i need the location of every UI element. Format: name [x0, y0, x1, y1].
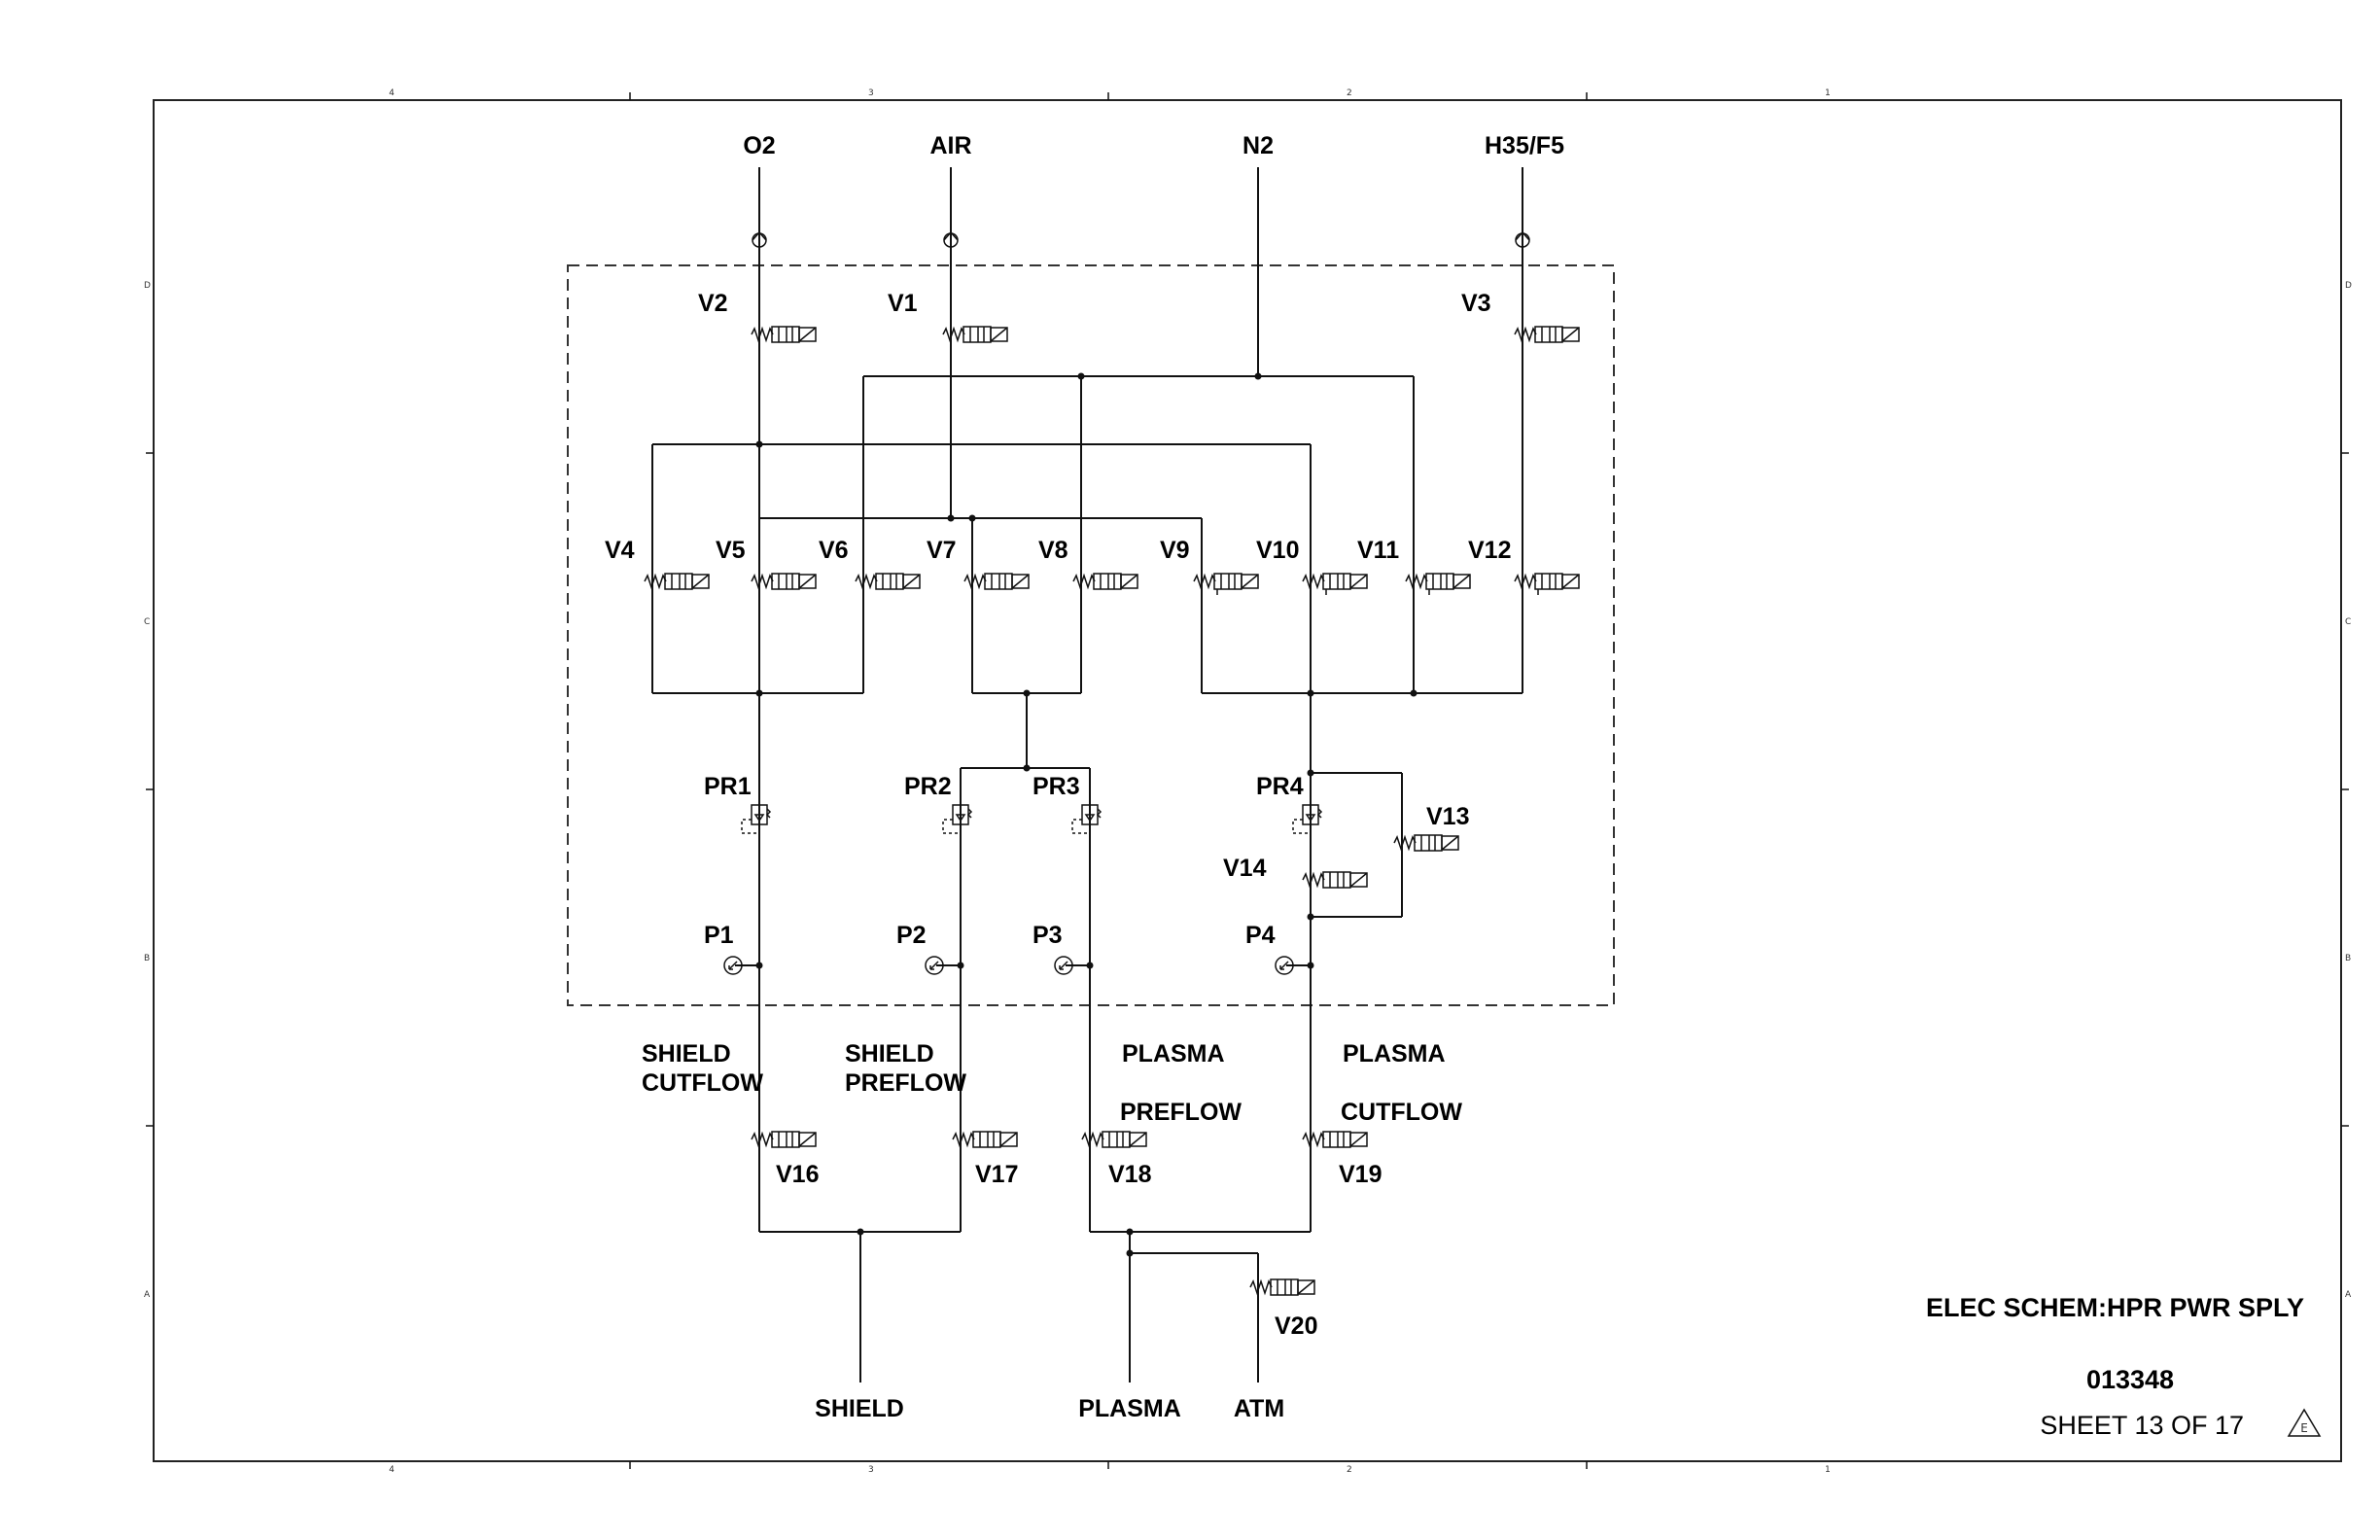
valve-v20-label: V20: [1275, 1312, 1317, 1340]
zone-left-a: A: [144, 1290, 151, 1300]
valve-v14-icon: [1303, 872, 1367, 888]
zone-bottom-3: 3: [868, 1465, 874, 1475]
valve-v14-label: V14: [1223, 855, 1267, 882]
shield-cutflow-label-2: CUTFLOW: [642, 1069, 763, 1097]
plasma-preflow-label-1: PLASMA: [1122, 1040, 1225, 1068]
gas-lines: [652, 167, 1522, 1382]
inlet-o2-label: O2: [743, 132, 775, 159]
drawing-title: ELEC SCHEM:HPR PWR SPLY: [1926, 1293, 2304, 1322]
valve-v16-label: V16: [776, 1161, 819, 1188]
zone-right-b: B: [2345, 954, 2351, 963]
valve-v3-icon: [1515, 327, 1579, 342]
valve-v5-icon: [752, 574, 816, 589]
regulator-pr3-label: PR3: [1032, 773, 1080, 800]
zone-markers: 4 3 2 1 4 3 2 1 D C B A D C B A: [144, 88, 2352, 1475]
plasma-preflow-label-2: PREFLOW: [1120, 1099, 1242, 1126]
zone-right-a: A: [2345, 1290, 2352, 1300]
zone-left-b: B: [144, 954, 150, 963]
output-plasma-label: PLASMA: [1078, 1395, 1181, 1422]
valve-v13-label: V13: [1426, 803, 1469, 830]
regulator-pr1-label: PR1: [704, 773, 752, 800]
zone-right-c: C: [2345, 617, 2351, 627]
zone-bottom-4: 4: [389, 1465, 395, 1475]
regulator-pr1-icon: [742, 805, 770, 833]
plasma-cutflow-label-1: PLASMA: [1343, 1040, 1446, 1068]
zone-right-d: D: [2345, 281, 2352, 291]
plasma-cutflow-label-2: CUTFLOW: [1341, 1099, 1462, 1126]
border-ticks: [146, 92, 2349, 1469]
regulator-pr4-label: PR4: [1256, 773, 1304, 800]
valve-v17-label: V17: [975, 1161, 1018, 1188]
valve-v12-icon: [1515, 574, 1579, 595]
valve-v12-label: V12: [1468, 537, 1511, 564]
drawing-number: 013348: [2086, 1365, 2174, 1394]
zone-top-4: 4: [389, 88, 395, 98]
zone-top-2: 2: [1347, 88, 1352, 98]
valve-v7-label: V7: [927, 537, 957, 564]
valve-v1-label: V1: [888, 290, 918, 317]
valve-v9-icon: [1194, 574, 1258, 595]
gauge-p4-label: P4: [1245, 922, 1276, 949]
valve-v6-label: V6: [819, 537, 849, 564]
valve-v2-icon: [752, 327, 816, 342]
shield-preflow-label-1: SHIELD: [845, 1040, 934, 1068]
shield-cutflow-label-1: SHIELD: [642, 1040, 731, 1068]
valve-v10-label: V10: [1256, 537, 1299, 564]
zone-top-1: 1: [1825, 88, 1831, 98]
valve-v13-icon: [1394, 835, 1458, 851]
zone-top-3: 3: [868, 88, 874, 98]
gauge-p2-label: P2: [896, 922, 927, 949]
gauge-p3-label: P3: [1032, 922, 1063, 949]
valve-v10-icon: [1303, 574, 1367, 595]
drawing-border: [154, 100, 2341, 1461]
regulator-pr2-icon: [943, 805, 971, 833]
valve-v20-icon: [1250, 1279, 1314, 1295]
zone-bottom-1: 1: [1825, 1465, 1831, 1475]
revision-letter: E: [2300, 1421, 2308, 1435]
inlet-n2-label: N2: [1242, 132, 1274, 159]
valve-v18-label: V18: [1108, 1161, 1152, 1188]
valve-v11-label: V11: [1357, 537, 1399, 564]
valve-v19-label: V19: [1339, 1161, 1382, 1188]
zone-bottom-2: 2: [1347, 1465, 1352, 1475]
gauge-p1-label: P1: [704, 922, 734, 949]
valve-v6-icon: [856, 574, 920, 589]
valve-v19-icon: [1303, 1132, 1367, 1147]
zone-left-d: D: [144, 281, 151, 291]
valve-v4-icon: [645, 574, 709, 589]
valve-v7-icon: [964, 574, 1029, 589]
regulator-pr4-icon: [1293, 805, 1321, 833]
shield-preflow-label-2: PREFLOW: [845, 1069, 966, 1097]
inlet-h35-label: H35/F5: [1485, 132, 1564, 159]
valve-v17-icon: [953, 1132, 1017, 1147]
valve-v5-label: V5: [716, 537, 746, 564]
regulator-pr3-icon: [1072, 805, 1101, 833]
output-atm-label: ATM: [1234, 1395, 1284, 1422]
valve-v3-label: V3: [1461, 290, 1491, 317]
valve-v8-icon: [1073, 574, 1138, 589]
valve-v11-icon: [1406, 574, 1470, 595]
valve-v4-label: V4: [605, 537, 635, 564]
sheet-number: SHEET 13 OF 17: [2040, 1411, 2244, 1440]
inlet-air-label: AIR: [929, 132, 971, 159]
valve-v2-label: V2: [698, 290, 728, 317]
regulator-pr2-label: PR2: [904, 773, 952, 800]
valve-v8-label: V8: [1038, 537, 1068, 564]
valve-v18-icon: [1082, 1132, 1146, 1147]
valve-v16-icon: [752, 1132, 816, 1147]
zone-left-c: C: [144, 617, 150, 627]
output-shield-label: SHIELD: [815, 1395, 904, 1422]
valve-v9-label: V9: [1160, 537, 1190, 564]
valve-v1-icon: [943, 327, 1007, 342]
